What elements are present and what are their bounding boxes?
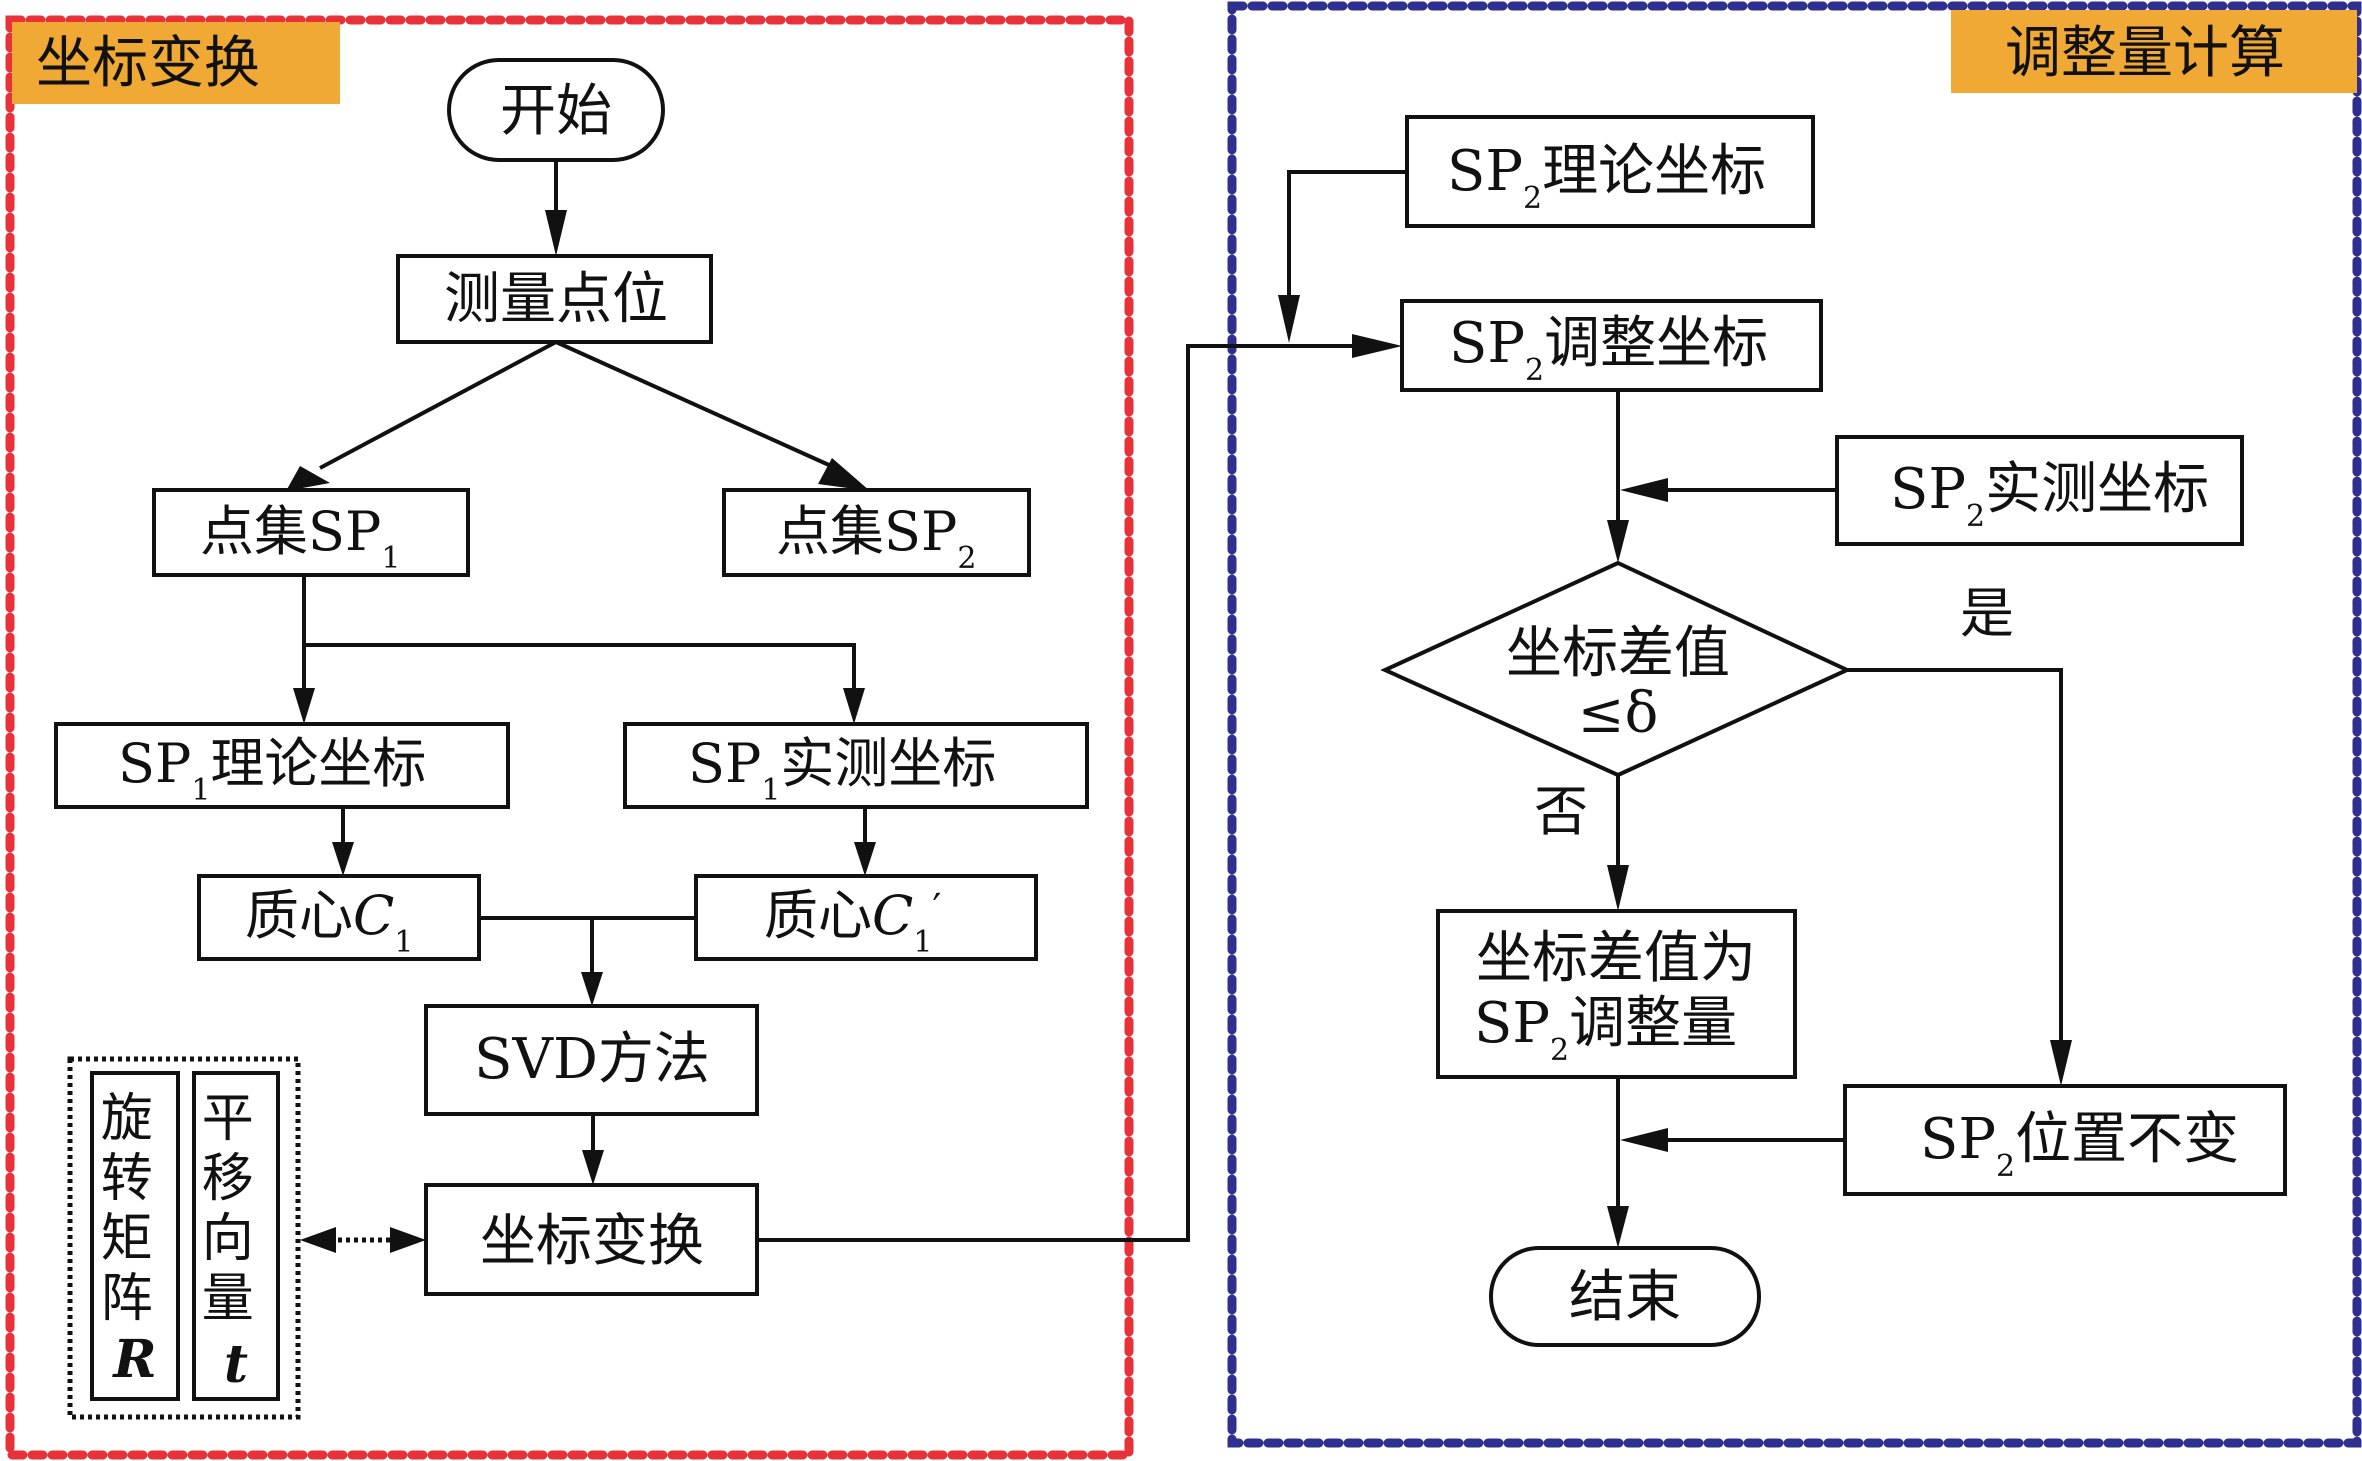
node-set-sp1: 点集SP1 [152,488,470,577]
arrowhead [582,1150,604,1185]
node-measure-points-label: 测量点位 [444,267,668,332]
section-label-left: 坐标变换 [12,22,340,104]
arrowhead [581,972,603,1006]
node-set-sp2: 点集SP2 [722,488,1031,577]
arrowhead [818,458,870,491]
node-centroid-c1-prime: 质心C1′ [694,874,1038,961]
node-sp1-measured: SP1实测坐标 [623,722,1089,809]
arrowhead [854,842,876,876]
edge-measure-sp1 [319,340,557,470]
edge-label-yes: 是 [1960,582,2014,645]
arrowhead [293,688,315,724]
edge-sp1-split [302,575,856,690]
node-transform: 坐标变换 [424,1183,759,1296]
node-sp2-unchanged-label: SP2位置不变 [1920,1107,2239,1184]
node-svd-label: SVD方法 [474,1027,710,1092]
arrowhead [1620,478,1668,502]
edges [286,160,2072,1253]
node-sp2-measured-label: SP2实测坐标 [1890,457,2209,534]
node-sp2-adjusted: SP2调整坐标 [1400,299,1823,392]
arrowhead [1620,1128,1668,1152]
node-transform-label: 坐标变换 [480,1209,704,1274]
edge-transform-sp2adjusted [757,344,1370,1242]
node-set-sp2-label: 点集SP2 [776,500,976,576]
node-sp2-unchanged: SP2位置不变 [1843,1084,2287,1196]
section-label-left-text: 坐标变换 [36,31,260,96]
node-sp2-measured: SP2实测坐标 [1835,435,2244,546]
arrowhead [286,466,330,491]
node-end-label: 结束 [1569,1265,1681,1330]
node-sp2-theory-label: SP2理论坐标 [1447,139,1766,216]
section-label-right-text: 调整量计算 [2005,21,2285,86]
node-rotation-matrix-label: 旋 转 矩 阵 R [101,1089,170,1390]
arrowhead [843,688,865,724]
node-decision: 坐标差值 ≤δ [1380,560,1852,778]
arrowhead [1607,865,1629,911]
node-rotation-matrix: 旋 转 矩 阵 R [90,1071,180,1401]
node-diff-as-adjustment-line2: SP2调整量 [1474,991,1737,1068]
section-label-right: 调整量计算 [1951,10,2357,93]
edge-label-no: 否 [1534,780,1588,843]
node-sp1-measured-label: SP1实测坐标 [688,732,996,808]
node-sp2-adjusted-label: SP2调整坐标 [1449,311,1768,388]
arrowhead [1278,295,1300,343]
node-set-sp1-label: 点集SP1 [200,500,400,576]
edge-sp2theory-join [1287,170,1407,305]
node-centroid-c1: 质心C1 [197,874,481,961]
arrowhead [390,1227,426,1253]
arrowhead [332,842,354,876]
node-translation-vector: 平 移 向 量 t [192,1071,280,1401]
node-decision-line2: ≤δ [1578,681,1659,746]
arrowhead [2050,1040,2072,1086]
node-centroid-c1-label: 质心C1 [245,884,413,960]
node-start: 开始 [447,58,665,162]
arrowhead [300,1227,336,1253]
node-sp1-theory-label: SP1理论坐标 [118,732,426,808]
group-adjustment-calc [1227,1,2362,1448]
node-decision-line1: 坐标差值 [1506,621,1730,686]
arrowhead [1352,334,1402,358]
node-translation-vector-label: 平 移 向 量 t [202,1089,271,1395]
node-sp1-theory: SP1理论坐标 [54,722,510,809]
node-measure-points: 测量点位 [396,254,713,344]
node-sp2-theory: SP2理论坐标 [1405,115,1815,228]
edge-decision-yes [1847,668,2063,1045]
edge-measure-sp2 [555,340,841,472]
arrowhead [545,210,567,256]
arrowhead [1607,520,1629,563]
node-start-label: 开始 [500,79,612,144]
node-svd: SVD方法 [424,1004,759,1116]
node-end: 结束 [1489,1246,1761,1347]
node-diff-as-adjustment: 坐标差值为 SP2调整量 [1436,909,1797,1079]
group-transform-params [67,1056,301,1420]
group-coordinate-transform [5,15,1134,1460]
arrowhead [1607,1206,1629,1248]
node-diff-as-adjustment-line1: 坐标差值为 [1476,926,1756,991]
node-centroid-c1-prime-label: 质心C1′ [764,884,942,960]
